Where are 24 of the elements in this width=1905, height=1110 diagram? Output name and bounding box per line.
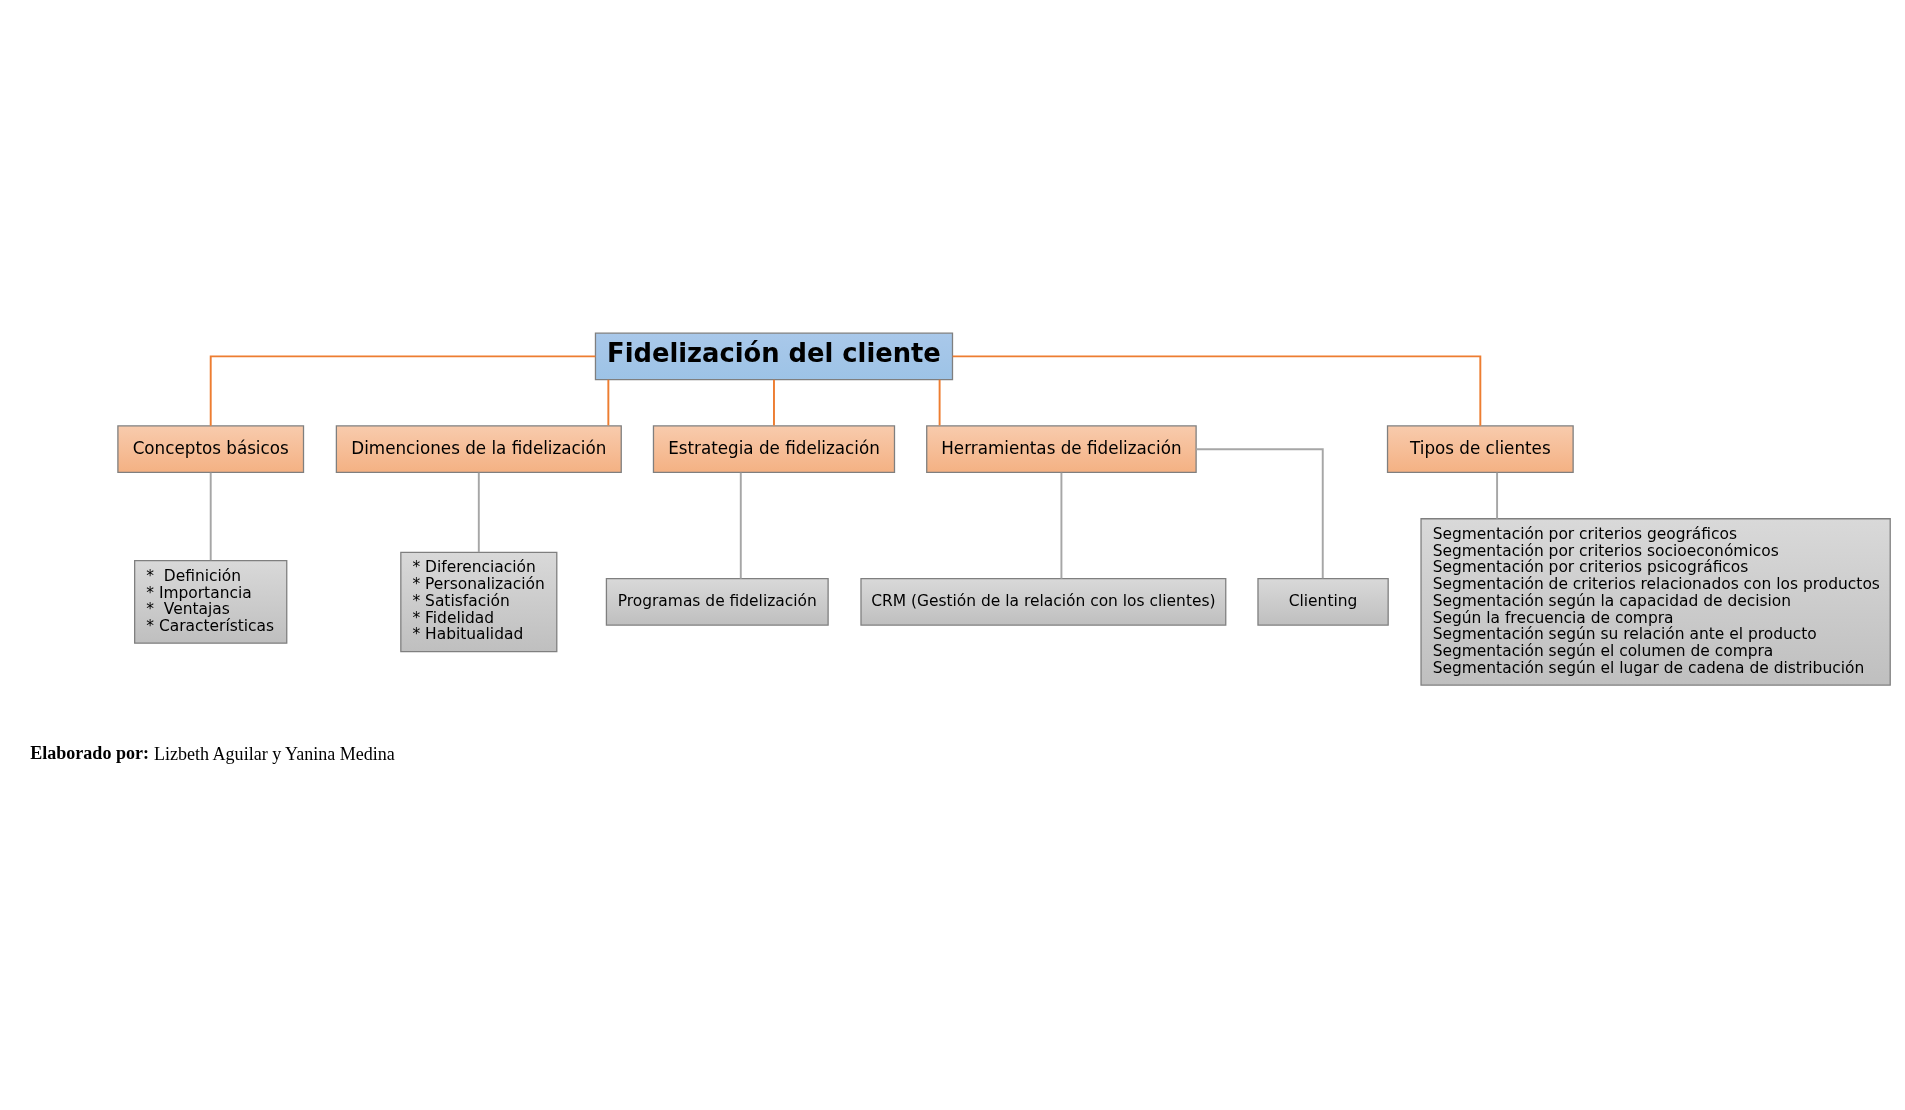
node-box: * Diferenciación * Personalización * Satisfación * Fidelidad * Habitualidad <box>400 551 558 652</box>
connector <box>209 471 212 561</box>
node-box: * Definición * Importancia * Ventajas * Características <box>134 559 288 644</box>
connector <box>607 378 610 426</box>
node-box: Tipos de clientes <box>1386 424 1574 473</box>
node-box: Segmentación por criterios geográficos Segmentación por criterios socioeconómicos Segmentación por criterios psicográficos Segmentación de criterios relacionados con los productos Segmentación según la capacidad de decision Según la frecuencia de compra Segmentación según su relación ante el producto Segmentación según el columen de compra Segmentación según el lugar de cadena de distribución <box>1420 517 1891 686</box>
node-box: Programas de fidelización <box>605 577 829 626</box>
node-box: CRM (Gestión de la relación con los clientes) <box>860 577 1227 626</box>
connector <box>1496 471 1499 520</box>
connector <box>951 354 1482 427</box>
node-box: Estrategia de fidelización <box>652 424 896 473</box>
node-box: Conceptos básicos <box>117 424 305 473</box>
connector <box>1060 471 1063 580</box>
node-box: Dimenciones de la fidelización <box>335 424 622 473</box>
label: Elaborado por: Lizbeth Aguilar y Yanina Medina <box>30 742 395 764</box>
connector <box>209 354 597 427</box>
connector <box>1195 447 1324 579</box>
node-box: Fidelización del cliente <box>594 332 954 380</box>
connector <box>739 471 742 580</box>
node-box: Herramientas de fidelización <box>926 424 1197 473</box>
node-box: Clienting <box>1257 577 1389 626</box>
connector <box>938 378 941 426</box>
connector <box>773 378 775 426</box>
connector <box>477 471 480 553</box>
